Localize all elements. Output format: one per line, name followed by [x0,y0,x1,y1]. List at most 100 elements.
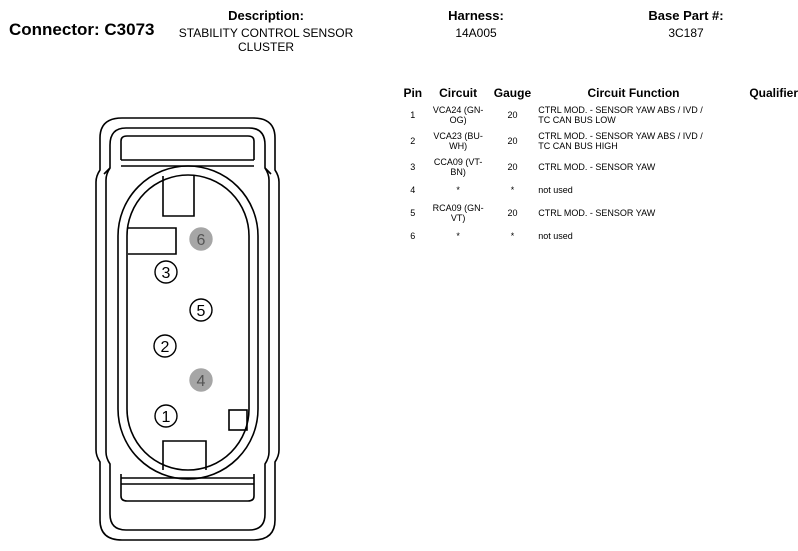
table-row: 4 * * not used [398,180,798,200]
cell-circuit-function: CTRL MOD. - SENSOR YAW ABS / IVD /TC CAN… [536,128,729,154]
harness-label: Harness: [448,8,504,23]
pin-cavity-inner [126,174,250,471]
right-notch [264,167,272,175]
pin-circle [189,368,213,392]
cell-pin-line: 2 [410,136,416,146]
cell-circuit-line: VT) [450,213,466,223]
pin-marker-1: 1 [154,404,178,428]
cell-circuit-function-line: not used [538,185,573,195]
table-row: 5 RCA09 (GN-VT) 20 CTRL MOD. - SENSOR YAW [398,200,798,226]
pin-cavity-outer [117,165,259,480]
cell-circuit-line: RCA09 (GN- [432,203,484,213]
cell-pin-line: 5 [410,208,416,218]
cell-circuit-function: CTRL MOD. - SENSOR YAW ABS / IVD /TC CAN… [536,102,729,128]
cell-circuit-function-line: CTRL MOD. - SENSOR YAW [538,208,656,218]
cell-circuit: CCA09 (VT-BN) [428,154,489,180]
pin-number-label: 5 [197,303,206,320]
cell-circuit-function: CTRL MOD. - SENSOR YAW [536,154,729,180]
cell-pin: 2 [398,128,428,154]
left-notch [103,167,111,175]
description-line-1: STABILITY CONTROL SENSOR [178,26,354,40]
base-part-value: 3C187 [668,26,704,40]
cell-pin: 4 [398,180,428,200]
pin-marker-6: 6 [189,227,213,251]
col-header-pin: Pin [403,86,423,100]
cell-circuit-line: BN) [450,167,466,177]
cell-gauge: * [489,180,537,200]
cell-circuit: VCA24 (GN-OG) [428,102,489,128]
pin-markers: 6 3 5 2 4 1 [153,227,213,428]
pin-marker-2: 2 [153,334,177,358]
cell-circuit-function: not used [536,180,729,200]
table-header-row: Pin Circuit Gauge Circuit Function Quali… [398,86,798,102]
pin-marker-4: 4 [189,368,213,392]
cell-circuit: * [428,180,489,200]
cell-circuit-function-line: CTRL MOD. - SENSOR YAW ABS / IVD / [538,131,703,141]
pin-circle [153,334,177,358]
pin-number-label: 6 [197,232,206,249]
left-key [128,227,177,255]
cell-pin: 1 [398,102,428,128]
description-block: Description: STABILITY CONTROL SENSOR CL… [166,8,366,54]
pin-marker-3: 3 [154,260,178,284]
cell-gauge: 20 [489,128,537,154]
connector-title: Connector: C3073 [9,20,155,39]
cell-circuit-function-line: TC CAN BUS LOW [538,115,616,125]
pin-marker-5: 5 [189,298,213,322]
cell-gauge-line: 20 [507,136,518,146]
description-label: Description: [228,8,304,23]
cell-gauge: * [489,226,537,246]
table-row: 6 * * not used [398,226,798,246]
cell-gauge-line: 20 [507,162,518,172]
pin-number-label: 1 [162,409,171,426]
cell-circuit-line: * [456,185,460,195]
cell-gauge-line: 20 [507,208,518,218]
cell-pin-line: 1 [410,110,416,120]
cell-gauge: 20 [489,154,537,180]
cell-pin: 5 [398,200,428,226]
table-row: 1 VCA24 (GN-OG) 20 CTRL MOD. - SENSOR YAW A… [398,102,798,128]
col-header-qualifier: Qualifier [749,86,798,100]
col-header-circuit-function: Circuit Function [587,86,680,100]
cell-circuit-line: WH) [449,141,468,151]
pin-number-label: 4 [197,373,206,390]
connector-housing [95,117,280,541]
cell-circuit-function: not used [536,226,729,246]
col-header-circuit: Circuit [439,86,478,100]
right-key [228,409,248,431]
housing-outer-outline [95,117,280,541]
cell-circuit-line: CCA09 (VT- [433,157,483,167]
cell-gauge: 20 [489,102,537,128]
pin-circle [154,260,178,284]
cell-gauge-line: 20 [507,110,518,120]
cell-pin: 6 [398,226,428,246]
cell-circuit-function-line: not used [538,231,573,241]
cell-circuit: VCA23 (BU-WH) [428,128,489,154]
cell-gauge-line: * [510,231,515,241]
cell-circuit-function-line: TC CAN BUS HIGH [538,141,618,151]
top-latch [120,135,255,160]
cell-gauge-line: * [510,185,515,195]
pin-number-label: 2 [161,339,170,356]
bottom-key-slot [162,440,207,470]
cell-pin-line: 6 [410,231,416,241]
harness-value: 14A005 [455,26,497,40]
top-key-slot [162,176,195,217]
pin-circle [189,298,213,322]
base-part-block: Base Part #: 3C187 [612,8,760,40]
base-part-label: Base Part #: [648,8,724,23]
cell-circuit-line: OG) [449,115,467,125]
cell-gauge: 20 [489,200,537,226]
harness-block: Harness: 14A005 [420,8,532,40]
cell-circuit-function-line: CTRL MOD. - SENSOR YAW [538,162,656,172]
cell-circuit-line: * [456,231,460,241]
table-row: 2 VCA23 (BU-WH) 20 CTRL MOD. - SENSOR YAW A… [398,128,798,154]
cell-circuit-line: VCA24 (GN- [432,105,484,115]
cell-circuit-line: VCA23 (BU- [433,131,483,141]
pin-circle [154,404,178,428]
bottom-latch [120,474,255,502]
description-line-2: CLUSTER [237,40,294,54]
